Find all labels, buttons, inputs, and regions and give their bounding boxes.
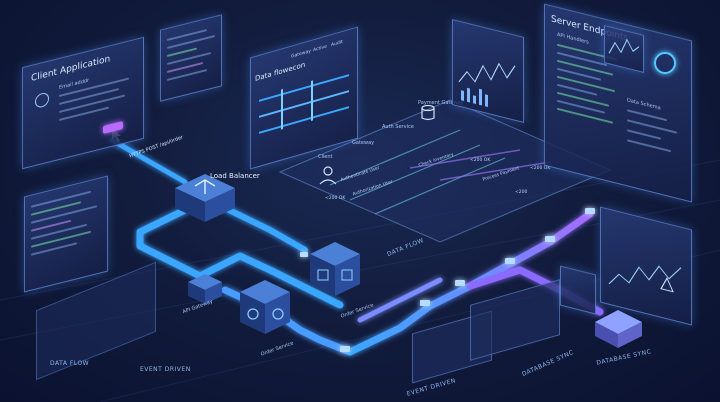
ring-gauge [654,52,676,74]
pipe-node [585,208,595,214]
avatar-icon [35,91,49,109]
pipe-client-to-lb [109,137,188,185]
label-data-flow: DATA FLOW [50,360,90,367]
column-audit: Audit [331,39,343,49]
cube-load-balancer [175,174,235,222]
column-active: Active [313,44,327,54]
pipe-node [340,346,350,352]
gauge-panel [604,25,644,73]
warning-icon [660,277,674,293]
right-chart-svg [608,265,682,293]
metrics-chart-svg [458,62,516,107]
pipe-node [455,280,465,286]
pipe-loop [136,206,344,309]
database-icon [421,104,435,121]
seq-header-client: Client [318,154,333,160]
user-icon [319,166,337,185]
data-flowcon-title: Data flowecon [255,60,306,84]
seq-header-payment: Payment Gateway [418,100,464,106]
cube-order-service-2 [310,242,360,296]
seq-header-gateway: Gateway [352,140,375,146]
pipe-right-upper [357,277,443,323]
pipe-node [300,252,308,257]
pipe-node [505,258,515,264]
column-gateway: Gateway [291,49,311,60]
seq-header-auth: Auth Service [382,124,414,130]
seq-msg-8: <200 [515,190,528,195]
right-chart-panel [600,206,692,326]
server-subtitle: API Handlers [557,31,589,46]
pipe-node [420,300,430,306]
pipe-node [545,236,555,242]
seq-msg-5: <200 OK [470,158,491,163]
label-load-balancer: Load Balancer [210,172,260,180]
cube-order-service-1 [240,280,290,334]
cube-database [595,310,642,348]
metrics-chart-panel [452,19,524,123]
label-event-driven-left: EVENT DRIVEN [140,366,191,373]
gauge-icon [608,38,640,54]
submit-button[interactable] [103,121,123,135]
server-section: Data Schema [627,97,661,112]
seq-msg-7: <200 OK [325,196,346,201]
sequence-floor [278,99,612,243]
pipe-lb-to-order-top [222,205,308,253]
cube-api-gateway [188,274,222,304]
seq-msg-6: <200 OK [530,166,551,171]
